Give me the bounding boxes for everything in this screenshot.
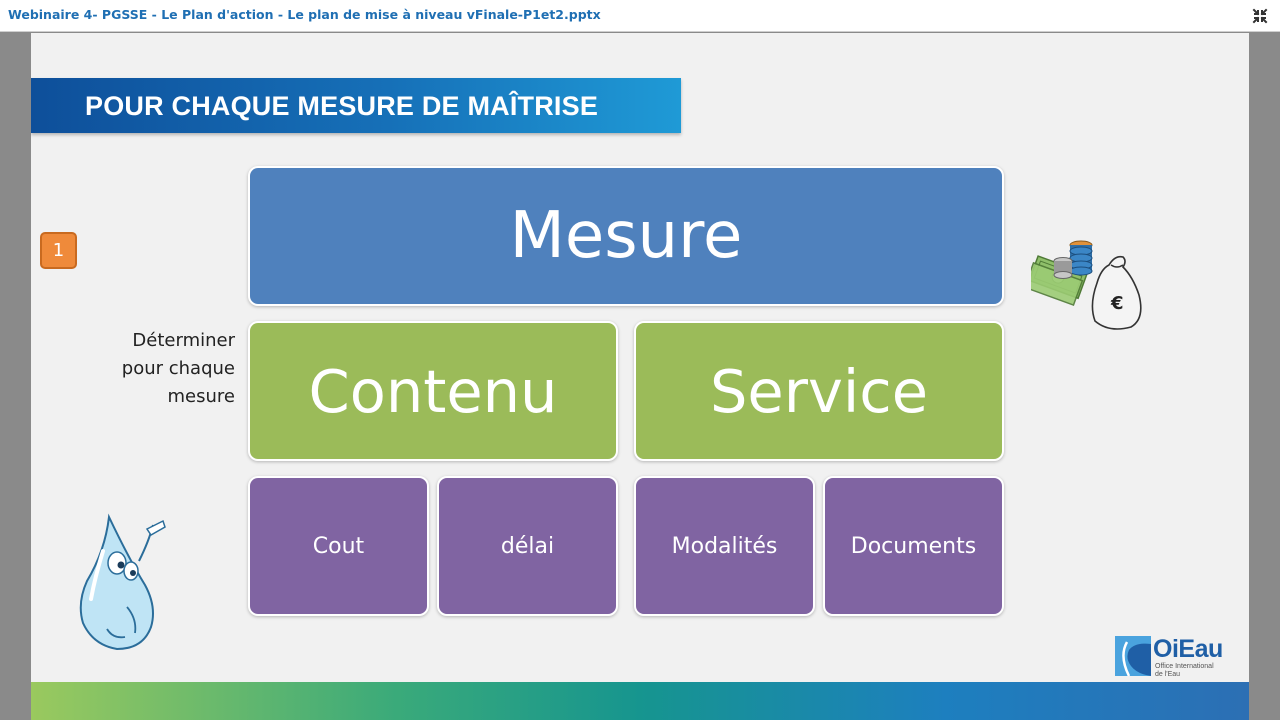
logo-subtitle-line: de l'Eau	[1155, 671, 1181, 678]
contenu-box: Contenu	[248, 321, 618, 461]
modalites-label: Modalités	[671, 533, 778, 559]
side-caption-line: mesure	[167, 386, 235, 407]
side-caption-line: pour chaque	[121, 358, 235, 379]
collapse-arrows-icon[interactable]	[1250, 6, 1270, 26]
money-bag-icon: €	[1023, 235, 1146, 335]
side-caption-line: Déterminer	[132, 330, 235, 351]
slide-title: POUR CHAQUE MESURE DE MAÎTRISE	[85, 91, 599, 121]
documents-box: Documents	[823, 476, 1004, 616]
oieau-logo-icon: OiEau Office International de l'Eau	[1115, 633, 1235, 683]
mesure-box: Mesure	[248, 166, 1004, 306]
side-caption: Déterminer pour chaque mesure	[101, 327, 235, 411]
service-label: Service	[709, 356, 929, 426]
service-box: Service	[634, 321, 1004, 461]
documents-label: Documents	[850, 533, 977, 559]
step-badge[interactable]: 1	[40, 232, 77, 269]
contenu-label: Contenu	[308, 356, 558, 426]
footer-gradient-band	[31, 682, 1249, 720]
svg-text:€: €	[1110, 293, 1124, 314]
water-drop-mascot-icon	[77, 511, 172, 653]
window-title: Webinaire 4- PGSSE - Le Plan d'action - …	[8, 7, 601, 22]
logo-name: OiEau	[1153, 635, 1223, 663]
presentation-slide: POUR CHAQUE MESURE DE MAÎTRISE 1 Détermi…	[31, 33, 1249, 720]
slide-title-banner: POUR CHAQUE MESURE DE MAÎTRISE	[31, 78, 681, 133]
mesure-label: Mesure	[509, 199, 743, 273]
delai-label: délai	[500, 533, 555, 559]
delai-box: délai	[437, 476, 618, 616]
logo-subtitle-line: Office International	[1155, 663, 1214, 670]
cout-label: Cout	[312, 533, 365, 559]
window-titlebar: Webinaire 4- PGSSE - Le Plan d'action - …	[0, 0, 1280, 32]
cout-box: Cout	[248, 476, 429, 616]
logo-subtitle: Office International de l'Eau	[1155, 663, 1214, 679]
modalites-box: Modalités	[634, 476, 815, 616]
